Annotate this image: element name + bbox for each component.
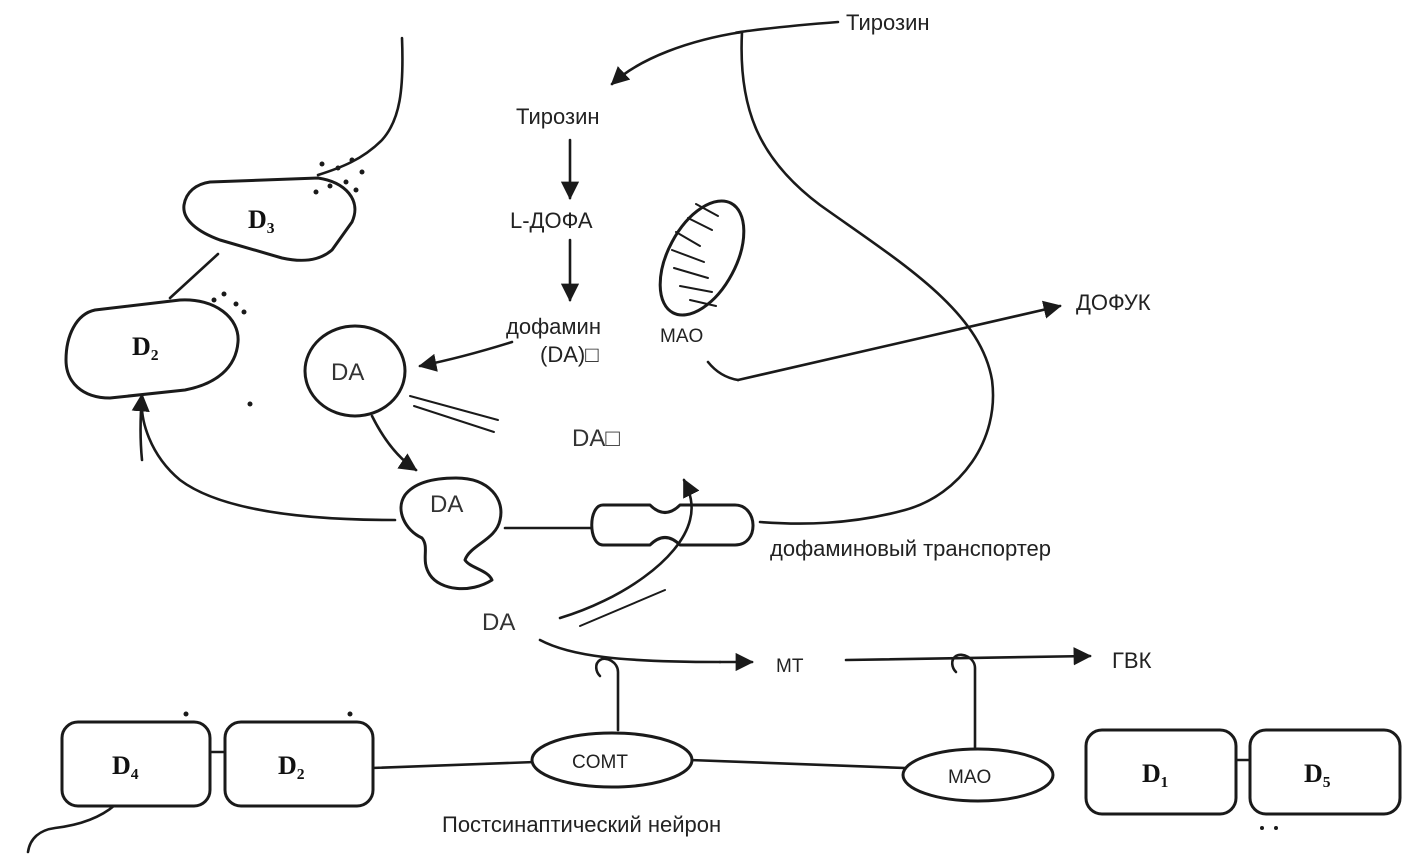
label-transporter: дофаминовый транспортер (770, 536, 1051, 561)
label-gvk: ГВК (1112, 648, 1152, 673)
tyrosine-inflow-line (736, 22, 838, 33)
postsynaptic-membrane-1 (372, 762, 535, 768)
label-dopamine-line1: дофамин (506, 314, 601, 339)
label-comt: COMT (572, 752, 628, 773)
comt-connector (596, 659, 618, 730)
mitochondrion-icon (643, 187, 761, 328)
label-mao-bottom: MAO (948, 767, 991, 788)
label-receptor-d4: D₄ (112, 751, 139, 780)
label-ldopa: L-ДОФА (510, 208, 593, 233)
label-mao-top: MAO (660, 326, 703, 347)
presynaptic-membrane-left (318, 38, 402, 175)
reuptake-arrow (560, 480, 692, 618)
mao-curve (708, 362, 738, 380)
label-receptor-d1: D₁ (1142, 759, 1169, 788)
vesicle-to-release-arrow (372, 416, 416, 470)
label-dopamine-line2: (DA)□ (540, 342, 599, 367)
label-da-synapse: DA (482, 609, 515, 636)
dopamine-to-vesicle-arrow (420, 342, 512, 366)
label-da-vesicle: DA (331, 359, 364, 386)
label-dofuk: ДОФУК (1076, 290, 1151, 315)
presynaptic-membrane-right (742, 32, 993, 524)
dopamine-transporter-icon (592, 505, 753, 545)
label-postsynaptic: Постсинаптический нейрон (442, 812, 721, 837)
label-receptor-d2-post: D₂ (278, 751, 305, 780)
label-tyrosine-outer: Тирозин (846, 10, 930, 35)
vesicle-exchange-line-2 (414, 406, 494, 432)
mao-to-dofuk-arrow (738, 306, 1060, 380)
d2-d3-link (170, 254, 218, 298)
label-tyrosine-inner: Тирозин (516, 104, 600, 129)
mao-connector (952, 655, 975, 758)
feedback-arrow (141, 395, 143, 460)
reuptake-line (580, 590, 665, 626)
label-receptor-d3: D₃ (248, 205, 275, 234)
postsynaptic-membrane-2 (690, 760, 905, 768)
tyrosine-uptake-arrow (612, 32, 742, 84)
label-mt: MT (776, 656, 804, 677)
da-to-mt-curve (540, 640, 720, 662)
label-da-release: DA (430, 491, 463, 518)
label-da-cytosol: DA□ (572, 425, 620, 452)
postsynaptic-tail (28, 805, 115, 852)
label-receptor-d2-pre: D₂ (132, 332, 159, 361)
label-receptor-d5: D₅ (1304, 759, 1331, 788)
